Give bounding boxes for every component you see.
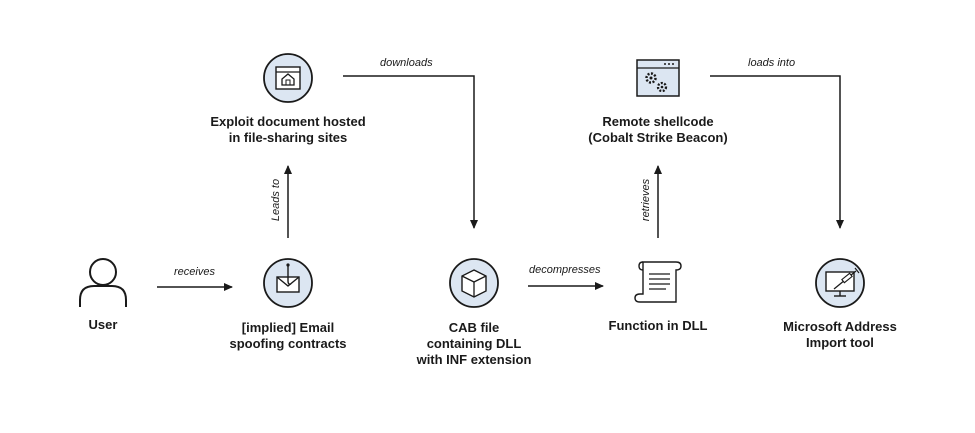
node-label-ms-tool: Microsoft Address Import tool [783,319,897,351]
browser-gears-icon [636,59,680,97]
user-icon [79,258,127,307]
edge-label-decompresses: decompresses [529,264,601,276]
scroll-document-icon [634,261,682,303]
node-label-line: [implied] Email [241,320,335,335]
edge-label-leads-to: Leads to [270,178,282,222]
node-label-line: CAB file [448,320,500,335]
node-label-line: (Cobalt Strike Beacon) [588,130,728,145]
node-label-email: [implied] Email spoofing contracts [229,320,346,352]
edge-label-downloads: downloads [380,57,433,69]
node-label-user: User [89,317,118,333]
email-hook-icon [263,258,313,308]
node-label-shellcode: Remote shellcode (Cobalt Strike Beacon) [588,114,727,146]
edge-label-retrieves: retrieves [640,178,652,222]
node-label-line: containing DLL [426,336,522,351]
node-label-line: in file-sharing sites [228,130,348,145]
node-label-line: Exploit document hosted [210,114,366,129]
edge-loads-into-arrow [710,75,844,229]
node-label-line: spoofing contracts [229,336,347,351]
browser-home-icon [263,53,313,103]
node-label-line: User [88,317,118,332]
edge-label-loads-into: loads into [748,57,796,69]
edge-downloads-arrow [343,75,478,229]
node-label-line: Remote shellcode [602,114,714,129]
monitor-syringe-icon [815,258,865,308]
node-label-line: with INF extension [416,352,532,367]
node-label-line: Microsoft Address [783,319,897,334]
node-label-function-dll: Function in DLL [609,318,708,334]
edge-label-receives: receives [174,266,215,278]
node-label-line: Import tool [806,335,874,350]
node-label-line: Function in DLL [608,318,708,333]
node-label-cab-file: CAB file containing DLL with INF extensi… [417,320,532,368]
package-box-icon [449,258,499,308]
node-label-exploit-doc: Exploit document hosted in file-sharing … [210,114,365,146]
